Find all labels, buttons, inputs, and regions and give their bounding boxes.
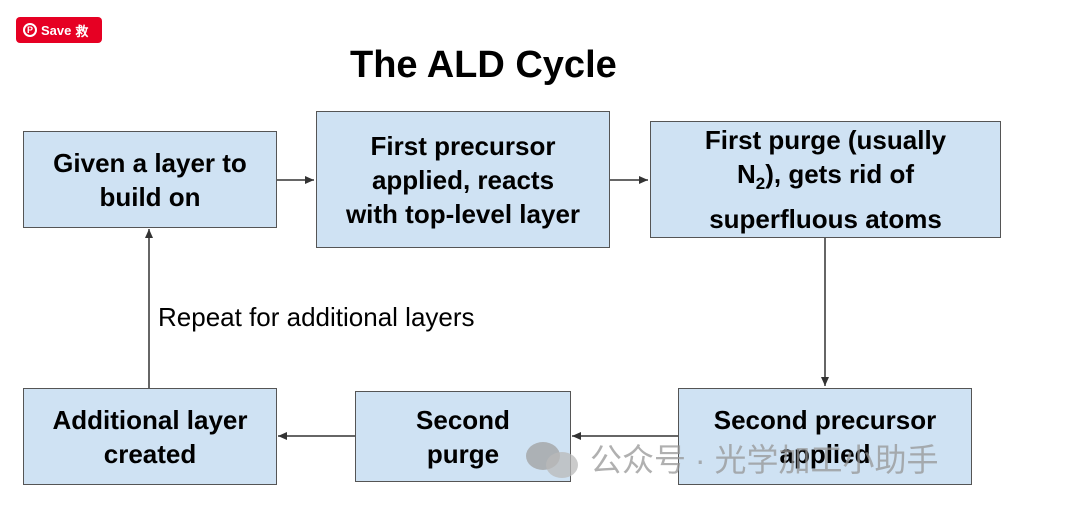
- diagram-title: The ALD Cycle: [350, 44, 617, 86]
- wechat-icon: [526, 438, 580, 478]
- pinterest-icon: P: [23, 23, 37, 37]
- pinterest-save-button[interactable]: P Save 救: [16, 17, 102, 43]
- save-label: Save: [41, 22, 72, 38]
- wechat-watermark: 公众号 · 光学加工小助手: [526, 435, 938, 481]
- watermark-text: 公众号 · 光学加工小助手: [590, 442, 939, 478]
- step-given-layer: Given a layer to build on: [23, 131, 277, 228]
- step-first-precursor: First precursor applied, reacts with top…: [316, 111, 610, 248]
- save-suffix: 救: [75, 23, 89, 39]
- repeat-loop-label: Repeat for additional layers: [158, 302, 475, 332]
- step-second-precursor: Second precursor applied: [678, 388, 972, 485]
- step-additional-layer: Additional layer created: [23, 388, 277, 485]
- step-first-purge: First purge (usually N2), gets rid of su…: [650, 121, 1001, 238]
